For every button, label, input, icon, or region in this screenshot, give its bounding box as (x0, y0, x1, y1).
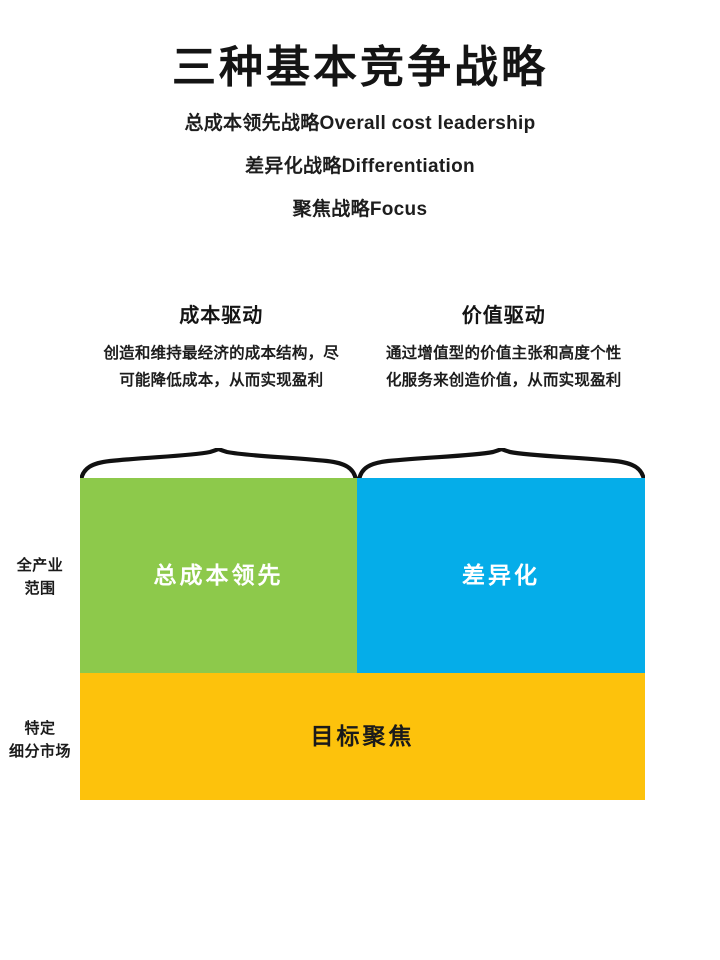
subtitle-list: 总成本领先战略Overall cost leadership 差异化战略Diff… (0, 114, 720, 219)
brace-right-icon (356, 448, 645, 482)
driver-heading-value: 价值驱动 (461, 305, 546, 327)
subtitle-line-focus: 聚焦战略Focus (292, 199, 428, 221)
brace-left-icon (80, 448, 359, 482)
page-title: 三种基本竞争战略 (172, 43, 548, 92)
matrix-cell-focus[interactable]: 目标聚焦 (80, 673, 645, 800)
driver-description-cost: 创造和维持最经济的成本结构，尽可能降低成本，从而实现盈利 (103, 345, 339, 389)
title-block: 三种基本竞争战略 总成本领先战略Overall cost leadership … (0, 43, 720, 243)
row-label-segment: 特定细分市场 (8, 720, 71, 760)
matrix-cell-label-cost-leadership: 总成本领先 (153, 561, 284, 588)
matrix-cell-label-focus: 目标聚焦 (310, 722, 415, 749)
driver-heading-cost: 成本驱动 (179, 305, 264, 327)
brace-group (80, 448, 645, 482)
strategy-matrix: 总成本领先 差异化 目标聚焦 (80, 478, 645, 800)
matrix-row-industry-wide: 总成本领先 差异化 (80, 478, 645, 673)
subtitle-line-differentiation: 差异化战略Differentiation (245, 156, 475, 178)
driver-column-cost: 成本驱动 创造和维持最经济的成本结构，尽可能降低成本，从而实现盈利 (80, 305, 363, 394)
driver-column-value: 价值驱动 通过增值型的价值主张和高度个性化服务来创造价值，从而实现盈利 (363, 305, 646, 394)
subtitle-line-cost-leadership: 总成本领先战略Overall cost leadership (184, 113, 536, 135)
matrix-cell-cost-leadership[interactable]: 总成本领先 (80, 478, 357, 673)
driver-columns: 成本驱动 创造和维持最经济的成本结构，尽可能降低成本，从而实现盈利 价值驱动 通… (80, 305, 645, 394)
matrix-cell-label-differentiation: 差异化 (462, 561, 540, 588)
row-label-industry-wide: 全产业范围 (16, 557, 64, 597)
driver-description-value: 通过增值型的价值主张和高度个性化服务来创造价值，从而实现盈利 (385, 345, 622, 389)
matrix-cell-differentiation[interactable]: 差异化 (357, 478, 645, 673)
